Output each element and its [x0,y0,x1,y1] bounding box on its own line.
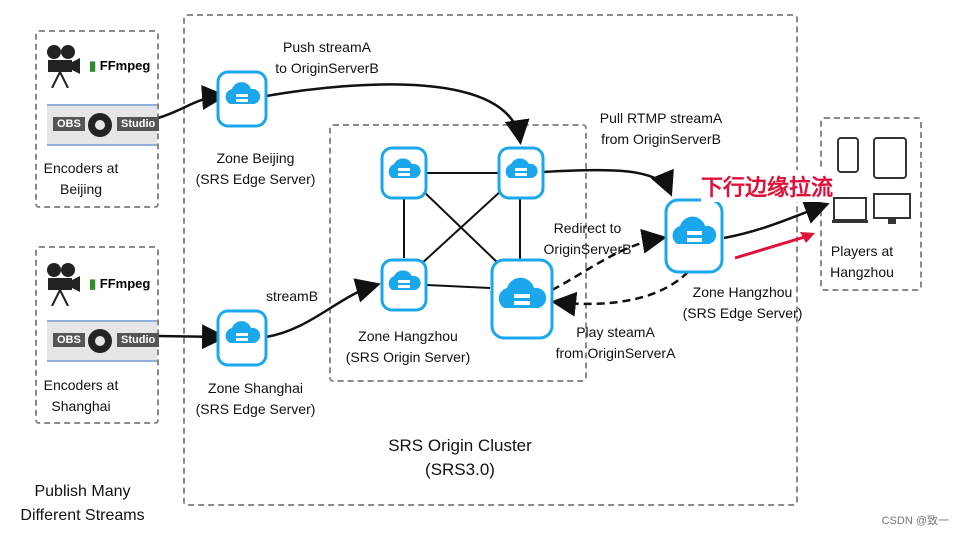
origin-server-icon-1 [380,146,428,200]
players-link [723,200,830,240]
play-link [551,271,689,317]
origin-server-label: Zone Hangzhou (SRS Origin Server) [345,328,471,365]
obs-label: OBS [53,117,85,131]
play-annotation: Play steamA from OriginServerA [555,324,676,361]
shanghai-edge-server-icon [216,309,268,367]
hangzhou-edge-label: Zone Hangzhou (SRS Edge Server) [682,284,803,321]
mesh-link [419,189,503,266]
obs-icon [88,329,112,353]
streamB-link [265,278,381,339]
beijing-encoder-link [157,85,227,120]
obs-studio-logo: OBS Studio [47,104,160,146]
push-streamA-link [265,83,530,145]
footer-credit: CSDN @致一 [881,515,949,527]
pull-rtmp-annotation: Pull RTMP streamA from OriginServerB [599,110,723,147]
shanghai-encoder-icons [44,262,84,311]
laptop-icon [833,197,867,221]
cluster-label: SRS Origin Cluster (SRS3.0) [388,436,532,479]
mesh-link [426,284,491,289]
obs-icon [88,113,112,137]
redirect-annotation: Redirect to OriginServerB [543,220,632,257]
red-arrow [734,234,809,260]
beijing-edge-label: Zone Beijing (SRS Edge Server) [195,150,316,187]
pull-rtmp-link [542,168,674,197]
push-streamA-annotation: Push streamA to OriginServerB [275,39,379,76]
origin-server-icon-2 [497,146,545,200]
beijing-encoders-label: Encoders at Beijing [43,160,119,197]
tablet-icon [873,137,907,179]
camera-icon [47,45,80,89]
obs-label: OBS [53,333,85,347]
origin-cluster-box [329,124,587,382]
camera-icon [47,263,80,307]
devices-icon [832,137,911,224]
obs-studio-logo: OBS Studio [47,320,160,362]
origin-server-icon-3 [380,258,428,312]
phone-icon [837,137,859,173]
ffmpeg-logo: ▮ FFmpeg [89,58,151,73]
beijing-encoder-icons [44,44,84,93]
red-arrow-head [800,232,815,243]
studio-label: Studio [117,117,160,131]
shanghai-encoders-label: Encoders at Shanghai [43,377,119,414]
streamB-annotation: streamB [265,288,319,304]
hangzhou-edge-server-icon [664,198,724,274]
beijing-edge-server-icon [216,70,268,128]
downstream-edge-pull-annotation: 下行边缘拉流 [701,170,834,202]
edge-cluster-box [183,14,798,506]
shanghai-encoder-link [157,324,227,350]
players-label: Players at Hangzhou [830,243,894,280]
ffmpeg-logo: ▮ FFmpeg [89,276,151,291]
monitor-icon [873,193,911,219]
shanghai-edge-label: Zone Shanghai (SRS Edge Server) [195,380,316,417]
studio-label: Studio [117,333,160,347]
origin-server-icon-main [490,258,554,340]
redirect-link [551,228,667,292]
publish-label: Publish Many Different Streams [20,483,145,524]
